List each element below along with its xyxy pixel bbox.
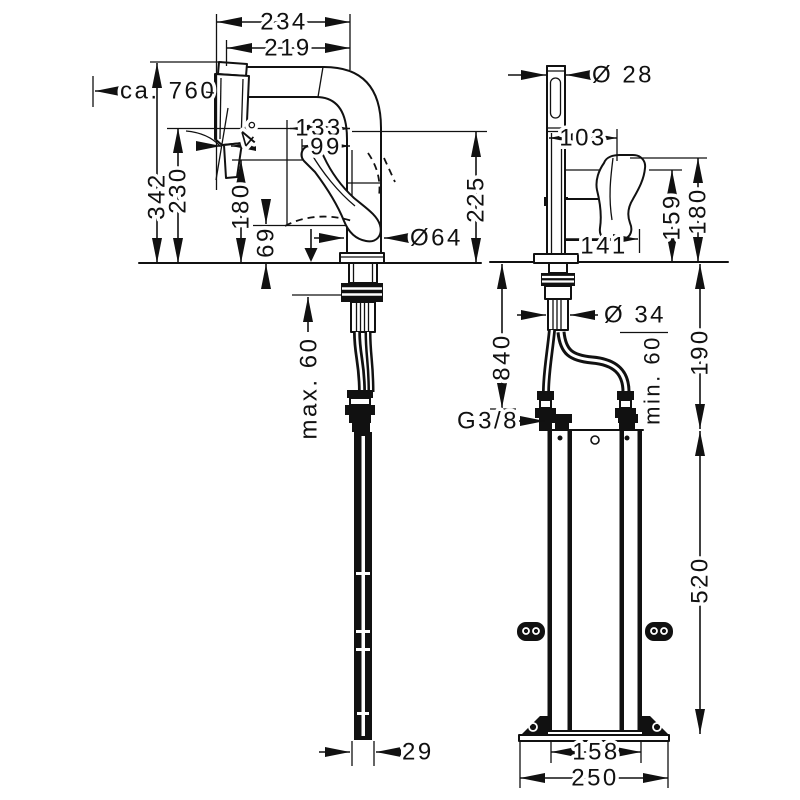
dim-180-left: 180 (228, 182, 255, 230)
dim-29: 29 (402, 739, 434, 766)
countertop-lines (138, 261, 729, 264)
dim-99: 99 (310, 134, 342, 161)
dim-158: 158 (572, 739, 620, 766)
spout-outer-curve (247, 66, 382, 182)
spout-column (544, 65, 568, 255)
handle-swing-dashed (284, 152, 396, 227)
dim-159: 159 (659, 193, 686, 241)
dim-ca-760: ca. 760 (120, 78, 216, 105)
handle-front (564, 154, 647, 241)
box-feet (521, 716, 669, 735)
dimensions-right-view: Ø 28 103 141 159 180 Ø 34 840 min. 60 19… (454, 58, 718, 795)
dim-230: 230 (165, 166, 192, 214)
spout-inner-curve (247, 96, 348, 182)
dim-133: 133 (295, 115, 343, 142)
dim-342: 342 (144, 172, 171, 220)
front-view-faucet (517, 65, 673, 742)
dim-840: 840 (489, 333, 516, 381)
dim-min-60: min. 60 (640, 335, 665, 425)
pullout-hose (354, 432, 372, 740)
dimensions-left-view: 234 219 ca. 760 342 230 133 99 4° 180 69… (92, 5, 493, 769)
dim-103: 103 (559, 125, 607, 152)
dim-dia-34: Ø 34 (604, 302, 666, 329)
dim-thread-g38: G3/8 (457, 408, 519, 435)
dim-520: 520 (687, 556, 714, 604)
dim-234: 234 (260, 9, 308, 36)
dim-190: 190 (687, 328, 714, 376)
dim-250: 250 (571, 765, 619, 792)
dim-225: 225 (463, 175, 490, 223)
dim-219: 219 (264, 35, 312, 62)
handle-tip-marker (304, 229, 318, 262)
dim-141: 141 (580, 233, 628, 260)
front-view-undercounter (535, 262, 636, 431)
dim-dia-28: Ø 28 (592, 62, 654, 89)
dim-69: 69 (253, 226, 280, 258)
mounting-clips (517, 622, 673, 641)
installation-box (517, 414, 673, 742)
dim-max-60: max. 60 (296, 337, 323, 440)
dim-180-right: 180 (685, 187, 712, 235)
dim-dia-64: Ø64 (410, 225, 463, 252)
side-view-undercounter (341, 262, 383, 740)
